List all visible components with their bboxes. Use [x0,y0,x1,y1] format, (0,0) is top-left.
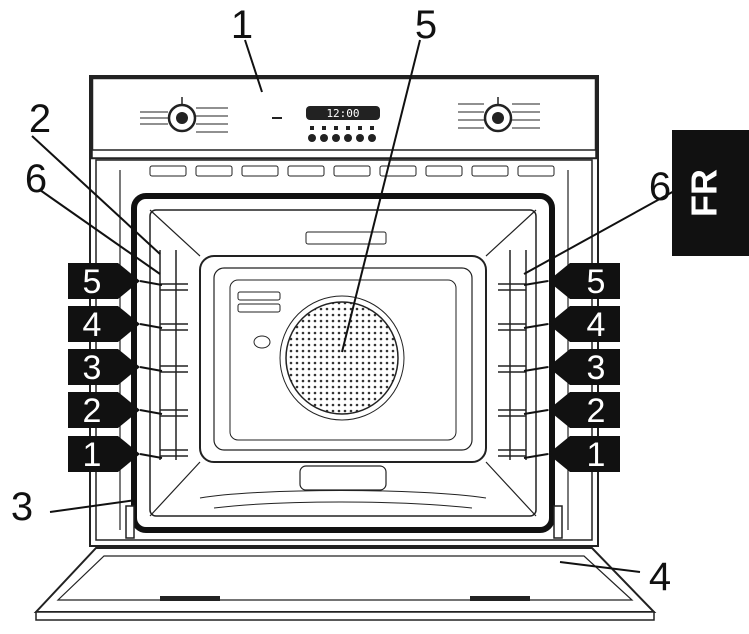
callout-oven-door: 4 [649,555,671,599]
level-tag-left: 5 [68,263,163,301]
level-number: 4 [83,306,102,344]
callout-fan-cover: 5 [415,3,437,47]
level-tag-left: 4 [68,306,163,344]
language-tab-label: FR [684,169,725,217]
level-tag-left: 3 [68,349,163,387]
callout-rack-guide-left: 6 [25,157,47,201]
level-number: 3 [587,349,606,387]
level-tag-right: 3 [523,349,620,387]
leader-lines [31,39,677,573]
language-tab: FR [672,130,749,256]
control-buttons [308,126,376,142]
level-number: 2 [83,392,102,430]
callout-rack-guide-right: 6 [649,165,671,209]
level-number: 5 [83,263,102,301]
callout-side-rack: 2 [29,97,51,141]
level-tag-right: 4 [523,306,620,344]
side-rack-left [159,250,188,460]
level-tag-right: 5 [523,263,620,301]
function-knob [140,97,228,133]
level-tag-left: 1 [68,436,163,474]
top-vent [149,165,555,177]
level-tags-left: 5 4 3 2 1 [68,263,163,474]
hinge-left [125,505,135,539]
oven-cavity [149,209,537,517]
side-rack-right [498,250,527,460]
level-number: 1 [83,436,102,474]
hinge-right [553,505,563,539]
level-number: 5 [587,263,606,301]
oven-door [33,547,657,621]
fan-cover [279,295,405,421]
level-tags-right: 5 4 3 2 1 [523,263,620,474]
display-readout: 12:00 [326,107,359,120]
level-number: 1 [587,436,606,474]
level-number: 4 [587,306,606,344]
clock-display: 12:00 [306,106,380,120]
level-tag-right: 1 [523,436,620,474]
level-number: 2 [587,392,606,430]
level-tag-right: 2 [523,392,620,430]
temperature-knob [458,97,540,133]
level-number: 3 [83,349,102,387]
callout-control-panel: 1 [231,3,253,47]
callout-door-seal: 3 [11,485,33,529]
control-panel: 12:00 [90,76,598,160]
level-tag-left: 2 [68,392,163,430]
